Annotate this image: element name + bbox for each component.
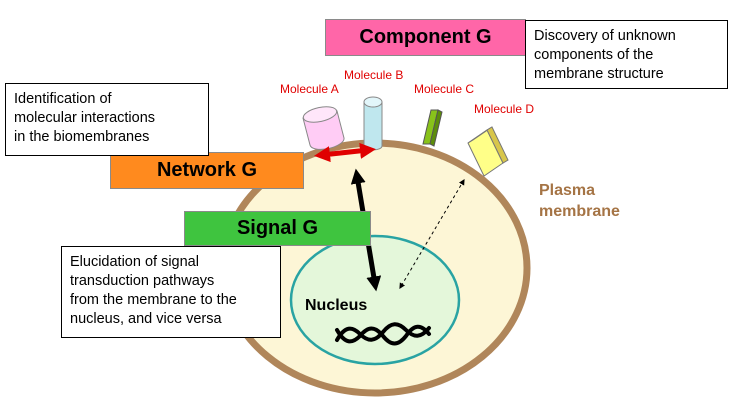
signal-group-label: Signal G <box>184 211 371 246</box>
molecule-d-label: Molecule D <box>474 102 535 116</box>
interaction-arrow <box>314 142 376 163</box>
network-description-line: in the biomembranes <box>14 129 150 145</box>
molecule-a-label: Molecule A <box>280 82 339 96</box>
molecule-a <box>302 106 345 150</box>
signal-description-line: transduction pathways <box>70 273 215 289</box>
signal-description-line: nucleus, and vice versa <box>70 311 222 327</box>
signal-description-line: Elucidation of signal <box>70 254 199 270</box>
signal-description: Elucidation of signal transduction pathw… <box>61 246 281 338</box>
signal-description-line: from the membrane to the <box>70 292 237 308</box>
dashed-arrow <box>399 178 465 290</box>
component-description-line: membrane structure <box>534 66 664 82</box>
plasma-membrane-label-line: Plasma <box>539 182 596 199</box>
molecule-b-label: Molecule B <box>344 68 404 82</box>
plasma-membrane-label: Plasma membrane <box>539 180 620 222</box>
network-description-line: Identification of <box>14 91 112 107</box>
nucleus-label: Nucleus <box>305 297 368 314</box>
component-description-line: Discovery of unknown <box>534 28 676 44</box>
dna-helix <box>335 322 431 346</box>
molecule-c <box>422 109 443 147</box>
molecule-d <box>467 126 509 177</box>
network-description: Identification of molecular interactions… <box>5 83 209 156</box>
component-group-label: Component G <box>325 19 526 56</box>
molecule-b <box>363 96 383 151</box>
molecule-c-label: Molecule C <box>414 82 475 96</box>
network-description-line: molecular interactions <box>14 110 156 126</box>
component-description-line: components of the <box>534 47 654 63</box>
plasma-membrane-label-line: membrane <box>539 203 620 220</box>
network-group-label: Network G <box>110 152 304 189</box>
component-description: Discovery of unknown components of the m… <box>525 20 728 89</box>
